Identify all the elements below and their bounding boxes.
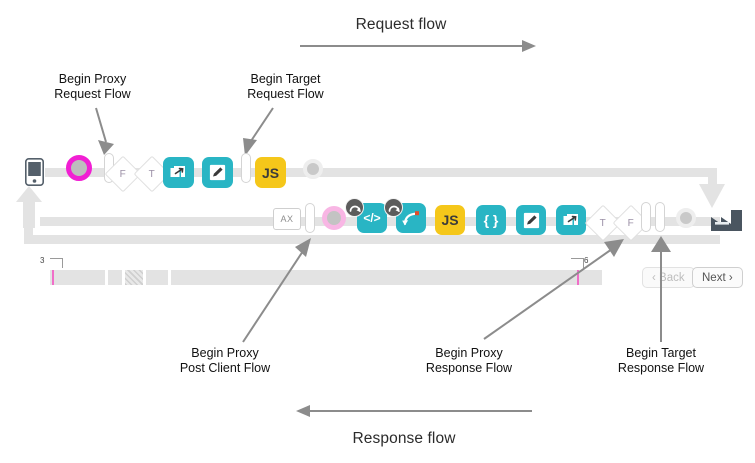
- post-client-pill[interactable]: [305, 203, 315, 233]
- request-end-dot[interactable]: [303, 159, 323, 179]
- extract-variables-label: </>: [363, 211, 381, 225]
- target-request-pill[interactable]: [241, 153, 251, 183]
- request-rail-arrowhead: [699, 184, 725, 208]
- response-start-dot[interactable]: [676, 208, 696, 228]
- timeline-right-bracket: [571, 258, 584, 268]
- timeline-marker-start: [52, 270, 54, 285]
- condition-label: T: [148, 168, 156, 180]
- loop-badge-flow-callout: [384, 198, 403, 217]
- response-flow-title: Response flow: [352, 430, 456, 447]
- timeline-divider: [122, 270, 125, 285]
- callout-arrow-begin-proxy-request: [95, 107, 114, 155]
- request-start-ring[interactable]: [66, 155, 92, 181]
- condition-label: T: [599, 217, 607, 229]
- timeline-left-tick-label: 3: [40, 256, 45, 265]
- condition-label: F: [627, 217, 635, 229]
- pencil-edit-icon: [523, 212, 539, 228]
- callout-arrow-begin-target-response: [651, 236, 671, 342]
- javascript-step[interactable]: JS: [255, 157, 286, 188]
- callout-line-1: Begin Proxy: [435, 346, 503, 360]
- callout-line-2: Response Flow: [617, 361, 705, 375]
- timeline-marker-end: [577, 270, 579, 285]
- callout-begin-target-request-flow: Begin Target Request Flow: [223, 72, 348, 102]
- callout-begin-proxy-post-client-flow: Begin Proxy Post Client Flow: [160, 346, 290, 376]
- callout-line-1: Begin Target: [626, 346, 696, 360]
- request-flow-arrow: [300, 40, 536, 52]
- request-rail: [45, 168, 717, 177]
- request-flow-title: Request flow: [355, 16, 447, 33]
- response-return-horizontal: [50, 235, 720, 244]
- javascript-response-label: JS: [441, 212, 459, 228]
- loop-arrow-icon: [349, 205, 361, 212]
- assign-message-response-step[interactable]: [516, 205, 546, 235]
- timeline-divider: [143, 270, 146, 285]
- callout-line-1: Begin Proxy: [191, 346, 259, 360]
- json-policy-label: { }: [483, 212, 499, 228]
- callout-arrow-begin-proxy-response: [483, 239, 624, 340]
- callout-line-1: Begin Proxy: [58, 72, 127, 86]
- response-return-arrowhead: [16, 186, 42, 228]
- callout-line-1: Begin Target: [250, 72, 321, 86]
- access-entity-label: AX: [280, 214, 294, 224]
- client-device-icon: [25, 158, 44, 186]
- callout-begin-proxy-response-flow: Begin Proxy Response Flow: [404, 346, 534, 376]
- assign-message-step[interactable]: [202, 157, 233, 188]
- target-server-icon: [711, 208, 742, 234]
- condition-label: F: [119, 168, 127, 180]
- timeline-right-tick-label: 6: [584, 256, 589, 265]
- timeline-divider: [105, 270, 108, 285]
- callout-arrow-begin-proxy-post-client: [242, 238, 311, 343]
- access-entity-box[interactable]: AX: [273, 208, 301, 230]
- callout-line-2: Post Client Flow: [179, 361, 271, 375]
- response-flow-arrow: [296, 405, 532, 417]
- callout-begin-proxy-request-flow: Begin Proxy Request Flow: [30, 72, 155, 102]
- callout-line-2: Response Flow: [425, 361, 513, 375]
- timeline-hatched-segment: [125, 270, 143, 285]
- curved-arrow-icon: [402, 210, 419, 225]
- callout-arrow-begin-target-request: [243, 107, 274, 156]
- callout-line-2: Request Flow: [247, 87, 324, 101]
- javascript-response-step[interactable]: JS: [435, 205, 465, 235]
- request-rail-bend: [708, 168, 717, 192]
- target-response-pill-a[interactable]: [641, 202, 651, 232]
- service-callout-response-step[interactable]: [556, 205, 586, 235]
- post-client-ring[interactable]: [322, 206, 346, 230]
- json-policy-step[interactable]: { }: [476, 205, 506, 235]
- timeline-scrubber[interactable]: [50, 270, 602, 285]
- loop-badge-extract-variables: [345, 198, 364, 217]
- arrow-out-icon: [170, 166, 185, 177]
- callout-begin-target-response-flow: Begin Target Response Flow: [596, 346, 726, 376]
- loop-arrow-icon: [388, 205, 400, 212]
- javascript-step-label: JS: [261, 164, 280, 181]
- timeline-left-bracket: [50, 258, 63, 268]
- next-button[interactable]: Next ›: [692, 267, 743, 288]
- service-callout-step[interactable]: [163, 157, 194, 188]
- response-return-corner: [24, 235, 60, 244]
- arrow-out-icon: [563, 213, 578, 225]
- callout-line-2: Request Flow: [54, 87, 131, 101]
- target-response-pill-b[interactable]: [655, 202, 665, 232]
- pencil-edit-icon: [209, 164, 226, 181]
- timeline-divider: [168, 270, 171, 285]
